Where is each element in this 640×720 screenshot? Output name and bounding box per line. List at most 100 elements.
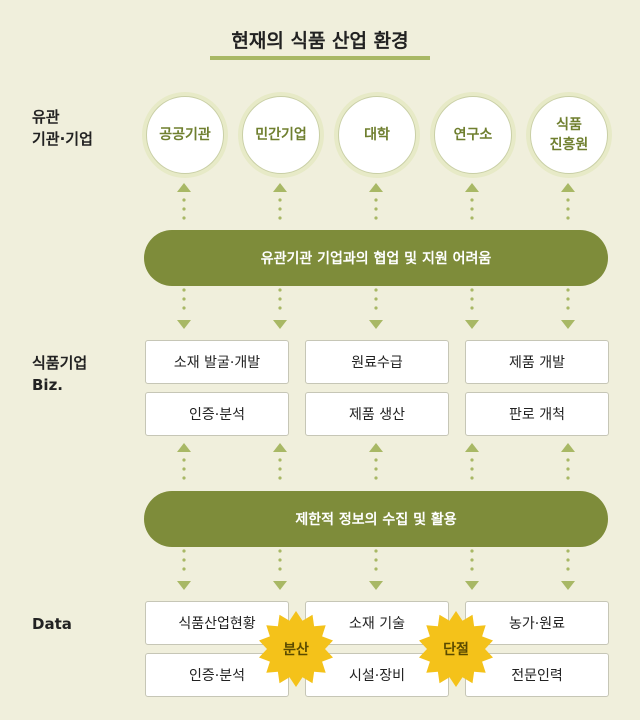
data-box: 소재 기술 (305, 601, 449, 645)
connector-dot (182, 476, 186, 480)
connector-dot (374, 198, 378, 202)
row-label-business: 식품기업 Biz. (32, 354, 88, 394)
connector-dot (278, 216, 282, 220)
connector-dot (566, 207, 570, 211)
starburst-icon (419, 611, 493, 687)
connector-dot (278, 306, 282, 310)
arrow-up-icon (561, 183, 575, 192)
connector-dot (374, 297, 378, 301)
connector-dot (278, 558, 282, 562)
biz-box: 원료수급 (305, 340, 449, 384)
connector-dot (182, 306, 186, 310)
arrow-up-icon (465, 443, 479, 452)
connector-dot (182, 567, 186, 571)
arrow-up-icon (561, 443, 575, 452)
connector-dot (566, 549, 570, 553)
connector-dot (566, 288, 570, 292)
connector-dot (278, 297, 282, 301)
arrow-down-icon (369, 581, 383, 590)
arrow-down-icon (465, 581, 479, 590)
connector-dot (470, 216, 474, 220)
biz-box: 제품 개발 (465, 340, 609, 384)
connector-dot (566, 567, 570, 571)
bar-limited-information: 제한적 정보의 수집 및 활용 (144, 491, 608, 547)
biz-box: 제품 생산 (305, 392, 449, 436)
connector-dot (278, 288, 282, 292)
connector-dot (182, 216, 186, 220)
connector-dot (278, 549, 282, 553)
connector-dot (470, 306, 474, 310)
institution-research: 연구소 (434, 96, 512, 174)
connector-dot (374, 458, 378, 462)
connector-dot (470, 476, 474, 480)
page-title: 현재의 식품 산업 환경 (231, 30, 409, 52)
biz-box: 인증·분석 (145, 392, 289, 436)
connector-dot (470, 198, 474, 202)
connector-dot (470, 207, 474, 211)
badge-disconnection: 단절 (416, 609, 496, 689)
data-box: 시설·장비 (305, 653, 449, 697)
connector-dot (278, 207, 282, 211)
arrow-up-icon (465, 183, 479, 192)
arrow-down-icon (177, 320, 191, 329)
connector-dot (566, 306, 570, 310)
badge-dispersion: 분산 (256, 609, 336, 689)
connector-dot (566, 476, 570, 480)
connector-dot (182, 467, 186, 471)
data-box: 농가·원료 (465, 601, 609, 645)
bar-collaboration-difficulty: 유관기관 기업과의 협업 및 지원 어려움 (144, 230, 608, 286)
arrow-up-icon (273, 183, 287, 192)
arrow-down-icon (369, 320, 383, 329)
connector-dot (278, 476, 282, 480)
connector-dot (566, 558, 570, 562)
institution-private: 민간기업 (242, 96, 320, 174)
connector-dot (278, 467, 282, 471)
connector-dot (566, 198, 570, 202)
biz-box: 판로 개척 (465, 392, 609, 436)
institution-public: 공공기관 (146, 96, 224, 174)
arrow-down-icon (273, 581, 287, 590)
connector-dot (566, 467, 570, 471)
connector-dot (470, 467, 474, 471)
connector-dot (278, 458, 282, 462)
data-box: 인증·분석 (145, 653, 289, 697)
connector-dot (374, 567, 378, 571)
arrow-down-icon (465, 320, 479, 329)
connector-dot (374, 207, 378, 211)
arrow-up-icon (177, 183, 191, 192)
connector-dot (182, 288, 186, 292)
connector-dot (278, 567, 282, 571)
connector-dot (182, 207, 186, 211)
connector-dot (566, 216, 570, 220)
connector-dot (470, 458, 474, 462)
biz-box: 소재 발굴·개발 (145, 340, 289, 384)
connector-dot (470, 297, 474, 301)
connector-dot (470, 549, 474, 553)
connector-dot (374, 549, 378, 553)
connector-dot (374, 558, 378, 562)
connector-dot (278, 198, 282, 202)
data-box: 전문인력 (465, 653, 609, 697)
connector-dot (374, 476, 378, 480)
connector-dot (374, 216, 378, 220)
connector-dot (182, 198, 186, 202)
connector-dot (374, 306, 378, 310)
arrow-up-icon (177, 443, 191, 452)
arrow-up-icon (369, 183, 383, 192)
arrow-down-icon (177, 581, 191, 590)
institution-university: 대학 (338, 96, 416, 174)
connector-dot (566, 458, 570, 462)
row-label-institutions: 유관 기관·기업 (32, 108, 93, 148)
arrow-down-icon (561, 320, 575, 329)
connector-dot (566, 297, 570, 301)
connector-dot (470, 558, 474, 562)
connector-dot (470, 567, 474, 571)
connector-dot (182, 558, 186, 562)
connector-dot (470, 288, 474, 292)
institution-food-promotion: 식품 진흥원 (530, 96, 608, 174)
connector-dot (182, 297, 186, 301)
starburst-icon (259, 611, 333, 687)
connector-dot (374, 288, 378, 292)
connector-dot (182, 549, 186, 553)
